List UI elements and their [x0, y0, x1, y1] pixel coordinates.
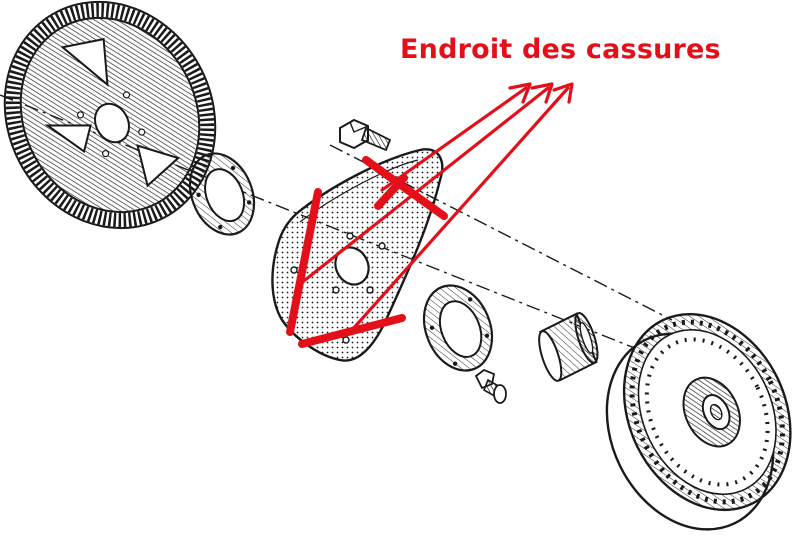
torque-converter: [605, 312, 792, 531]
flywheel-ring-gear: [3, 0, 217, 230]
fracture-mark-top-a: [362, 156, 448, 220]
pointer-arrowhead-top: [508, 82, 532, 104]
fracture-mark-left: [286, 188, 322, 336]
rear-spacer-ring: [422, 284, 494, 372]
centering-bushing: [538, 312, 599, 382]
pointer-arrow-left: [298, 86, 550, 286]
fracture-mark-top-b: [374, 174, 408, 210]
front-spacer-ring: [188, 152, 256, 236]
pointer-arrow-bottom: [350, 86, 570, 332]
short-bolt: [474, 368, 507, 404]
bolt: [339, 118, 392, 152]
annotation-label: Endroit des cassures: [400, 34, 721, 65]
pointer-arrow-top: [380, 86, 528, 192]
pointer-arrowhead-bottom: [552, 82, 574, 104]
pointer-arrows: [298, 82, 574, 332]
pointer-arrowhead-left: [530, 82, 554, 104]
